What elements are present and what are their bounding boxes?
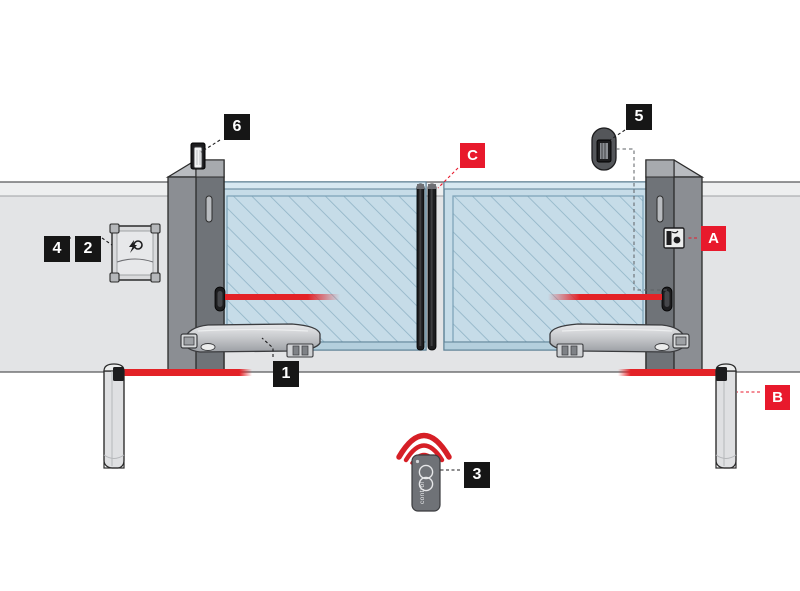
label-2[interactable]: 2 bbox=[75, 236, 101, 262]
two-button-remote-control: control bbox=[396, 432, 452, 512]
label-c[interactable]: C bbox=[460, 143, 485, 168]
flashing-warning-lamp bbox=[190, 142, 206, 170]
right-masonry-pillar bbox=[645, 159, 705, 371]
svg-text:control: control bbox=[419, 482, 426, 504]
left-swing-gate-leaf bbox=[217, 181, 427, 351]
inner-safety-photocell-beam bbox=[214, 286, 673, 312]
radio-receiver-antenna bbox=[591, 127, 617, 171]
wall-mounted-control-unit bbox=[109, 223, 161, 283]
left-masonry-pillar bbox=[165, 159, 225, 371]
label-1[interactable]: 1 bbox=[273, 361, 299, 387]
label-3[interactable]: 3 bbox=[464, 462, 490, 488]
right-photocell-bollard bbox=[715, 363, 737, 469]
label-6[interactable]: 6 bbox=[224, 114, 250, 140]
outer-safety-photocell-beam bbox=[116, 369, 736, 376]
left-articulated-gate-operator bbox=[180, 323, 321, 358]
keypad-card-reader bbox=[663, 227, 685, 249]
center-safety-edge-strips bbox=[416, 183, 437, 351]
label-a[interactable]: A bbox=[701, 226, 726, 251]
label-4[interactable]: 4 bbox=[44, 236, 70, 262]
right-articulated-gate-operator bbox=[549, 323, 690, 358]
right-swing-gate-leaf bbox=[443, 181, 653, 351]
label-5[interactable]: 5 bbox=[626, 104, 652, 130]
label-b[interactable]: B bbox=[765, 385, 790, 410]
left-photocell-bollard bbox=[103, 363, 125, 469]
